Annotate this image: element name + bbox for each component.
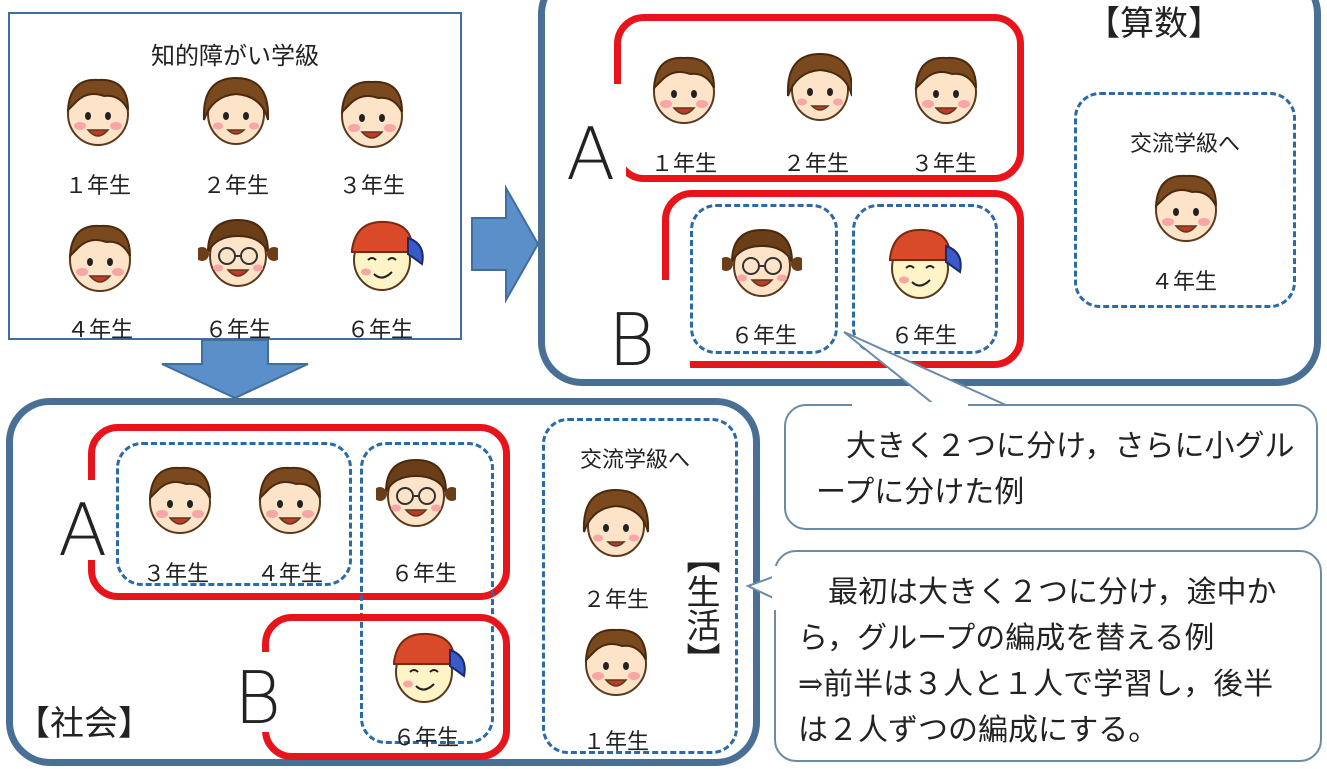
girl-a-icon <box>582 489 650 557</box>
subgroup-frame <box>852 204 998 354</box>
child-label: ３年生 <box>142 562 209 587</box>
title-backdrop <box>1062 0 1282 44</box>
group-a-letter: A <box>566 112 616 196</box>
exchange-frame <box>542 418 738 754</box>
boy-cap-icon <box>889 228 962 299</box>
child-label: ６年生 <box>890 324 957 349</box>
child-label: ６年生 <box>730 324 797 349</box>
child-label: ２年生 <box>202 174 269 199</box>
right-arrow-icon <box>471 184 540 304</box>
child-label: ６年生 <box>346 318 413 343</box>
subgroup-frame <box>360 442 494 744</box>
down-arrow-icon <box>161 339 309 400</box>
boy-cap-icon <box>351 220 424 291</box>
child-label: ３年生 <box>338 174 405 199</box>
boy-a-icon <box>585 628 647 696</box>
child-label: １年生 <box>650 152 717 177</box>
girl-glasses-icon <box>376 459 456 527</box>
boy-a-icon <box>653 56 715 124</box>
boy-pointing-icon <box>259 466 321 534</box>
class-box: 知的障がい学級 １年生 ２年生 ３年生 ４年生 ６年生 ６年生 <box>8 12 462 343</box>
frame-gap <box>80 480 110 560</box>
social-title: 【社会】 <box>16 704 152 744</box>
callout-text: 大きく２つに分け，さらに小グループに分けた例 <box>816 429 1295 510</box>
boy-cap-icon <box>393 632 466 703</box>
callout-text: 最初は大きく２つに分け，途中から，グループの編成を替える例 <box>798 575 1277 656</box>
pointer-join <box>852 402 968 408</box>
boy-b-icon <box>149 466 211 534</box>
group-b-letter: B <box>234 656 282 740</box>
class-title: 知的障がい学級 <box>151 42 319 70</box>
child-label: ４年生 <box>1150 270 1217 295</box>
group-a-letter: A <box>58 488 108 572</box>
girl-a-icon <box>202 77 270 145</box>
child-label: ６年生 <box>390 562 457 587</box>
exchange-title: 交流学級へ <box>579 448 690 473</box>
pointer-join <box>772 566 778 610</box>
boy-b-icon <box>341 80 403 148</box>
girl-a-icon <box>786 53 852 121</box>
boy-a-icon <box>67 78 129 146</box>
girl-glasses-icon <box>198 219 278 287</box>
life-label: 【生活】 <box>680 540 720 676</box>
child-label: ６年生 <box>204 318 271 343</box>
group-b-frame <box>662 190 1024 368</box>
subgroup-frame <box>116 442 352 586</box>
child-label: ４年生 <box>66 318 133 343</box>
callout-text: ⇒前半は３人と１人で学習し，後半は２人ずつの編成にする。 <box>798 667 1274 748</box>
callout-pointer <box>843 331 1009 407</box>
subgroup-frame <box>690 204 838 354</box>
exchange-frame <box>1074 92 1296 308</box>
child-label: １年生 <box>582 730 649 755</box>
child-label: ６年生 <box>392 726 459 751</box>
callout-first: 大きく２つに分け，さらに小グループに分けた例 <box>784 404 1318 530</box>
boy-b-icon <box>915 56 977 124</box>
girl-glasses-icon <box>722 229 802 297</box>
callout-second: 最初は大きく２つに分け，途中から，グループの編成を替える例 ⇒前半は３人と１人で… <box>774 550 1322 762</box>
group-b-letter: B <box>608 298 656 382</box>
child-label: ２年生 <box>582 588 649 613</box>
child-label: ４年生 <box>256 562 323 587</box>
boy-pointing-icon <box>1155 174 1217 242</box>
exchange-title: 交流学級へ <box>1129 132 1240 157</box>
math-title: 【算数】 <box>1086 4 1222 44</box>
frame-gap <box>256 652 286 732</box>
frame-gap <box>596 84 626 180</box>
child-label: １年生 <box>64 174 131 199</box>
boy-pointing-icon <box>69 224 131 292</box>
child-label: ２年生 <box>782 152 849 177</box>
child-label: ３年生 <box>910 152 977 177</box>
frame-gap <box>656 280 690 374</box>
